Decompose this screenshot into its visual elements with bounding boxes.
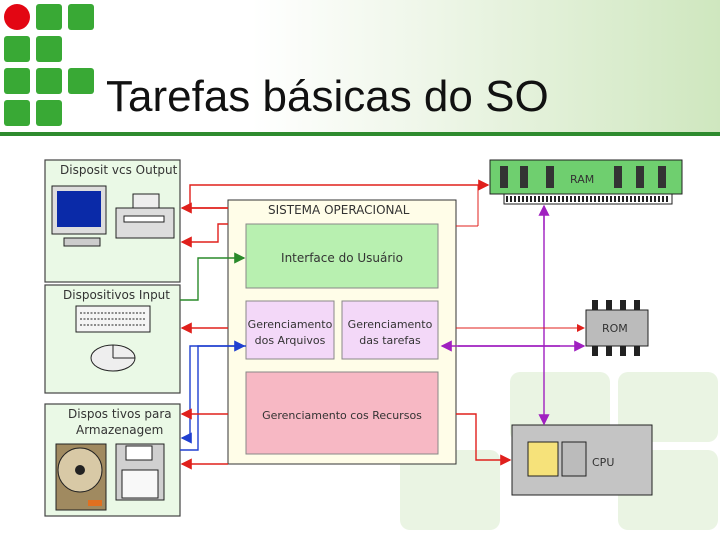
hard-disk-icon (55, 443, 107, 511)
rom-chip: ROM (585, 300, 649, 356)
slide-title: Tarefas básicas do SO (106, 72, 549, 121)
logo-square (36, 36, 62, 62)
storage-group-label-line2: Armazenagem (76, 423, 163, 437)
logo-square (68, 4, 94, 30)
logo-red-dot (4, 4, 30, 30)
institution-logo (4, 4, 96, 128)
output-group-label: Disposit vcs Output (60, 163, 178, 177)
resource-management-label: Gerenciamento cos Recursos (262, 409, 422, 422)
arrows-hardware (440, 185, 586, 466)
logo-square (4, 100, 30, 126)
rom-label: ROM (602, 322, 628, 335)
input-group-label: Dispositivos Input (63, 288, 170, 302)
logo-square (68, 68, 94, 94)
logo-square (4, 36, 30, 62)
cpu-label: CPU (592, 456, 614, 469)
logo-square (36, 68, 62, 94)
keyboard-icon (75, 305, 151, 333)
floppy-disk-icon (115, 443, 165, 501)
mouse-icon (90, 344, 136, 372)
storage-devices-group: Dispos tivos para Armazenagem (44, 403, 181, 517)
header-divider (0, 132, 720, 136)
storage-group-label-line1: Dispos tivos para (68, 407, 172, 421)
ram-chip: RAM (489, 159, 683, 205)
os-title: SISTEMA OPERACIONAL (268, 203, 410, 217)
user-interface-label: Interface do Usuário (281, 251, 403, 265)
logo-square (4, 68, 30, 94)
arrows-input (180, 252, 246, 334)
file-management-label-line2: dos Arquivos (255, 334, 326, 347)
task-management-label-line2: das tarefas (359, 334, 421, 347)
ram-label: RAM (570, 173, 594, 186)
header-background (0, 0, 720, 135)
os-diagram: Disposit vcs Output Dispositivos Input (44, 159, 683, 517)
arrows-storage (180, 340, 246, 470)
arrows-output (180, 179, 490, 248)
operating-system-panel: SISTEMA OPERACIONAL Interface do Usuário… (227, 199, 457, 465)
output-devices-group: Disposit vcs Output (44, 159, 181, 283)
cpu-chip: CPU (511, 424, 653, 496)
monitor-icon (51, 185, 107, 247)
logo-square (36, 4, 62, 30)
logo-square (36, 100, 62, 126)
file-management-label-line1: Gerenciamento (248, 318, 333, 331)
task-management-label-line1: Gerenciamento (348, 318, 433, 331)
printer-icon (115, 193, 175, 239)
input-devices-group: Dispositivos Input (44, 284, 181, 394)
